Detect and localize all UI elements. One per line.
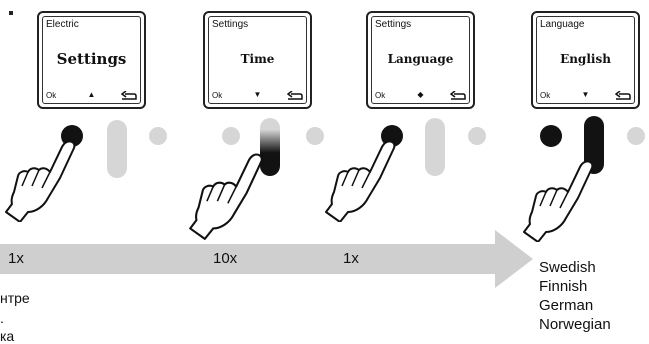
navigation-button[interactable] <box>107 120 127 178</box>
return-arrow-icon <box>121 91 137 100</box>
language-list: Swedish Finnish German Norwegian <box>539 258 611 334</box>
navigation-button-pressed[interactable] <box>260 118 280 176</box>
cropped-text: ка <box>0 328 15 344</box>
hand-pointer-icon <box>325 140 396 222</box>
screen-title: Electric <box>46 19 79 30</box>
screen-main-text: Time <box>240 52 275 66</box>
cropped-text: . <box>0 310 4 326</box>
return-arrow-icon <box>615 91 631 100</box>
hand-pointer-icon <box>523 160 594 242</box>
hand-pointer-icon <box>5 140 76 222</box>
up-arrow-icon: ▲ <box>87 90 96 99</box>
hand-pointer-icon <box>189 153 263 240</box>
return-arrow-icon <box>450 91 466 100</box>
down-arrow-icon: ▼ <box>253 90 262 99</box>
process-arrow <box>0 230 533 288</box>
step-count-3: 1x <box>343 250 359 267</box>
display-screen-4: Language English Ok ▼ <box>531 11 640 109</box>
screen-title: Language <box>540 19 585 30</box>
ok-button-pressed[interactable] <box>540 125 562 147</box>
screen-main-text: Settings <box>56 50 127 68</box>
up-down-arrow-icon: ◆ <box>417 90 424 99</box>
language-option: Swedish <box>539 259 596 276</box>
screen-title: Settings <box>375 19 412 30</box>
ok-label: Ok <box>46 91 57 100</box>
language-option: Finnish <box>539 278 588 295</box>
stray-dot <box>9 11 13 15</box>
ok-button[interactable] <box>222 127 240 145</box>
cropped-text: нтре <box>0 290 30 306</box>
navigation-button[interactable] <box>425 118 445 176</box>
navigation-button-pressed[interactable] <box>584 116 604 174</box>
step-count-1: 1x <box>8 250 24 267</box>
back-button[interactable] <box>149 127 167 145</box>
back-button[interactable] <box>306 127 324 145</box>
display-screen-3: Settings Language Ok ◆ <box>366 11 475 109</box>
ok-label: Ok <box>540 91 551 100</box>
back-button[interactable] <box>468 127 486 145</box>
screen-main-text: Language <box>387 52 454 66</box>
back-button[interactable] <box>627 127 645 145</box>
display-screen-2: Settings Time Ok ▼ <box>203 11 312 109</box>
ok-label: Ok <box>375 91 386 100</box>
step-count-2: 10x <box>213 250 238 267</box>
return-arrow-icon <box>287 91 303 100</box>
screen-main-text: English <box>560 52 611 66</box>
down-arrow-icon: ▼ <box>581 90 590 99</box>
ok-label: Ok <box>212 91 223 100</box>
display-screen-1: Electric Settings Ok ▲ <box>37 11 146 109</box>
language-option: Norwegian <box>539 316 611 333</box>
screen-title: Settings <box>212 19 249 30</box>
language-option: German <box>539 297 594 314</box>
